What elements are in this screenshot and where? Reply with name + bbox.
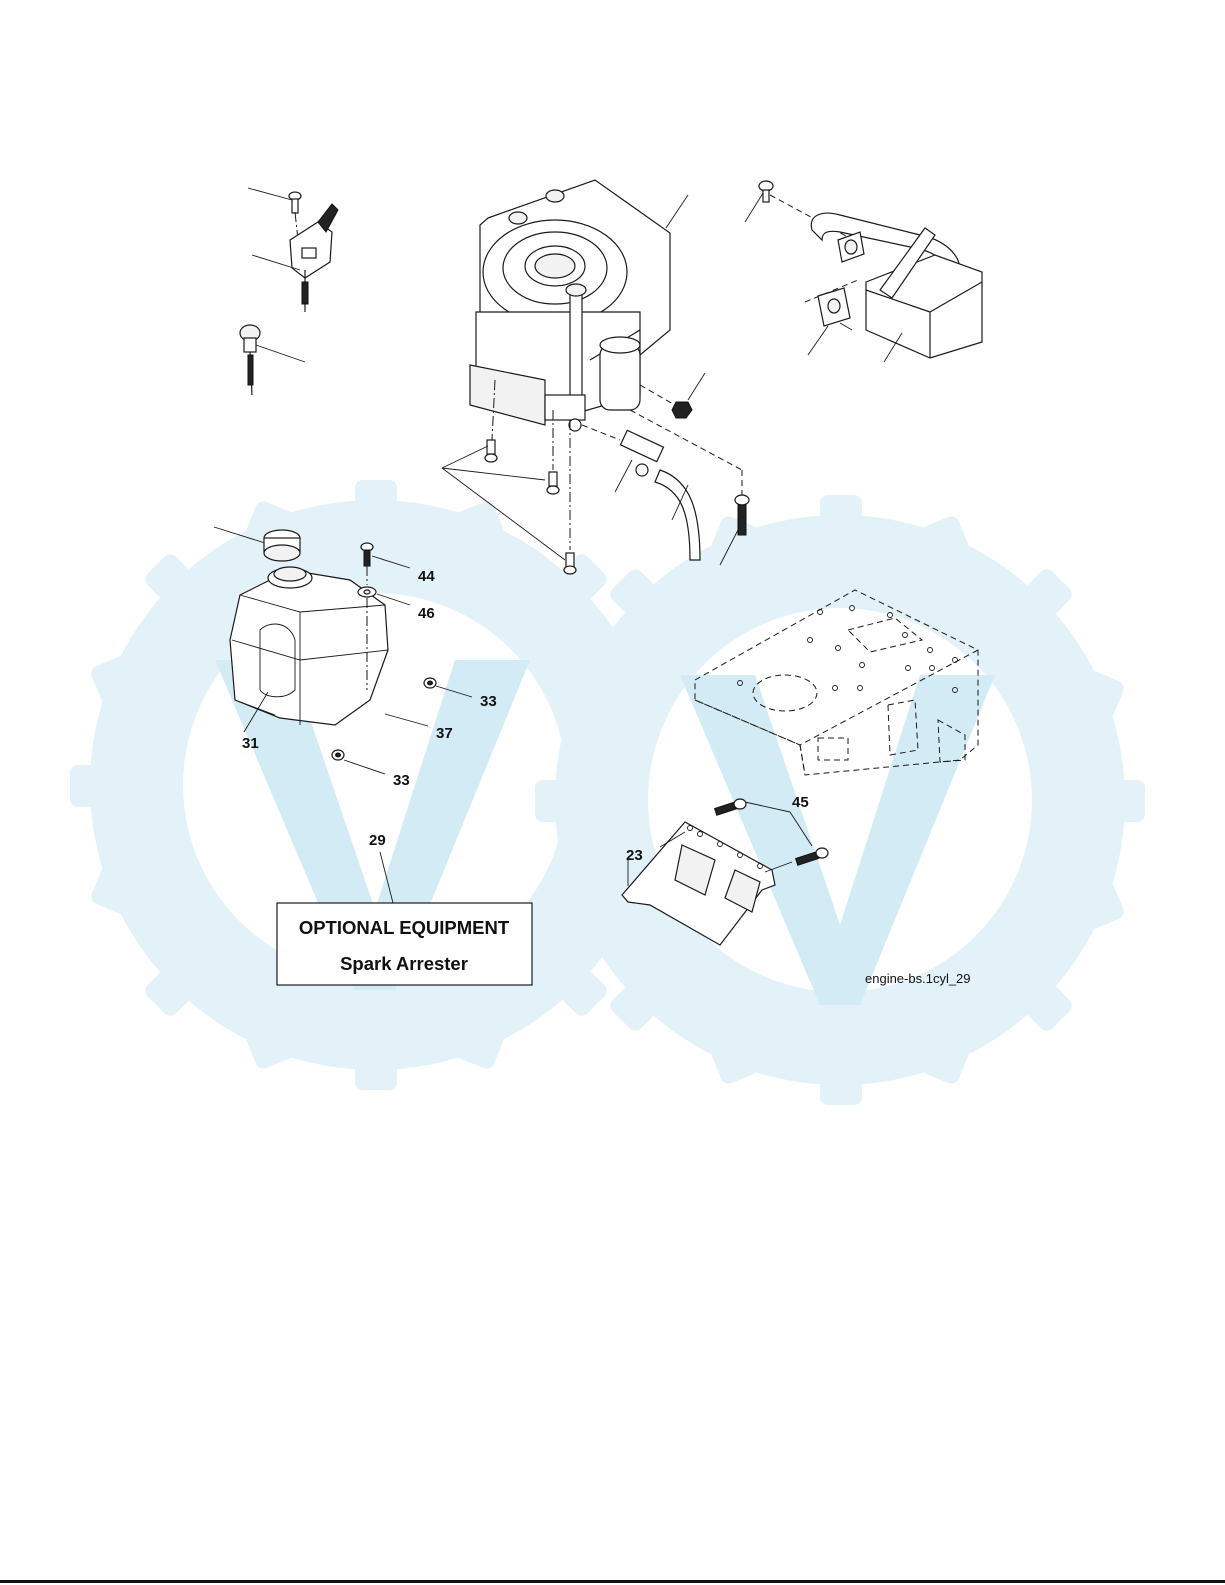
callout-31: 31 <box>242 735 259 752</box>
throttle-bracket <box>290 204 338 312</box>
callout-33-top: 33 <box>480 693 497 710</box>
callout-44: 44 <box>418 568 435 585</box>
muffler-body <box>866 255 982 358</box>
engine-assembly <box>470 180 688 431</box>
engine-flywheel-cover <box>483 220 627 324</box>
hose-clamp-top <box>424 678 436 688</box>
engine-nut <box>640 373 705 418</box>
muffler-assembly <box>745 181 982 362</box>
callout-29: 29 <box>369 832 386 849</box>
hose-clamp-bottom <box>332 750 344 760</box>
fuel-hose-fitting <box>582 425 700 560</box>
oil-filter <box>600 337 640 410</box>
callout-33-bottom: 33 <box>393 772 410 789</box>
page-bottom-rule <box>0 1580 1225 1583</box>
watermark-logo <box>70 480 1145 1105</box>
throttle-screw <box>289 192 301 213</box>
optional-equipment-box: OPTIONAL EQUIPMENT Spark Arrester <box>277 903 532 985</box>
callout-37: 37 <box>436 725 453 742</box>
watermark-gear-right <box>535 495 1145 1105</box>
drawing-id: engine-bs.1cyl_29 <box>865 971 971 986</box>
callout-23: 23 <box>626 847 643 864</box>
throttle-control-assembly <box>248 188 338 312</box>
optional-equipment-item: Spark Arrester <box>340 953 468 974</box>
muffler-gasket-top <box>838 232 864 262</box>
muffler-gasket-lower <box>818 288 850 326</box>
callout-45: 45 <box>792 794 809 811</box>
callout-46: 46 <box>418 605 435 622</box>
optional-equipment-title: OPTIONAL EQUIPMENT <box>299 917 510 938</box>
dipstick <box>240 325 305 395</box>
